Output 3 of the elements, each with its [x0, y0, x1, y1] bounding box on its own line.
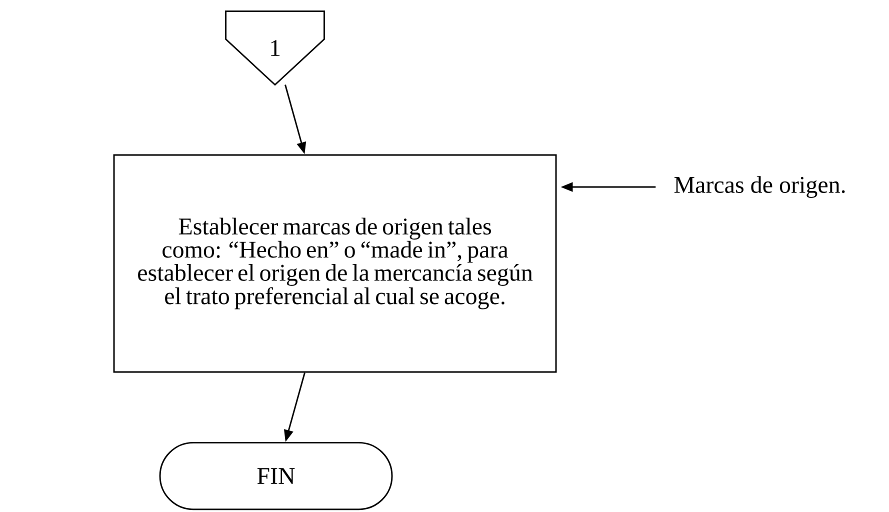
- annotation-text: Marcas de origen.: [674, 176, 845, 198]
- process-box: Establecer marcas de origen tales como: “Hecho en” o “made in”, para establecer el origen de la mercancía según el trato preferencial al cual se acoge.: [113, 154, 557, 373]
- off-page-connector: 1: [225, 10, 325, 86]
